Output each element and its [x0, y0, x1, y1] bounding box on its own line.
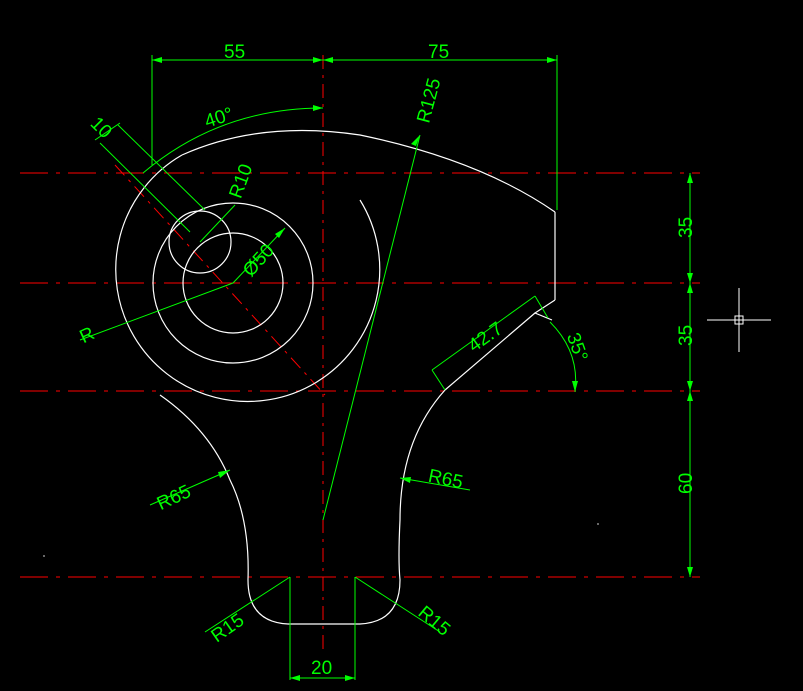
label-dim-75: 75	[428, 42, 449, 63]
outer-hub-arc	[115, 154, 381, 402]
stray-dot	[43, 555, 45, 557]
label-dim-10: 10	[86, 113, 116, 143]
label-dim-r15-left: R15	[208, 610, 249, 647]
dim-75-arrow-left	[323, 57, 333, 63]
crosshair-cursor-icon	[707, 288, 771, 352]
hub-circle-dia50	[182, 232, 284, 334]
horizontal-centerlines	[20, 172, 700, 578]
dim-r125-leader	[322, 134, 421, 521]
dim-r10-leader	[199, 204, 236, 243]
label-dim-r125: R125	[413, 76, 445, 125]
label-dim-60: 60	[676, 473, 697, 494]
dim-35deg-arrow	[572, 381, 578, 392]
part-outline	[115, 129, 556, 625]
label-dim-20: 20	[311, 658, 332, 679]
dim-r65-left-arrow	[218, 470, 230, 478]
dim-35-top-arrow-a	[687, 173, 693, 183]
dim-35-top-arrow-b	[687, 273, 693, 283]
dim-r15-right-leader	[354, 576, 441, 633]
label-dim-35-top: 35	[676, 217, 697, 238]
dim-10-ext-b	[117, 124, 206, 211]
small-circle-r10	[168, 210, 232, 274]
dim-20-arrow-left	[290, 675, 300, 681]
label-dim-35-mid: 35	[676, 325, 697, 346]
label-dim-r15-right: R15	[414, 602, 454, 640]
label-dim-r65-left: R65	[154, 481, 194, 515]
dim-r-leader	[79, 282, 234, 341]
dim-dia50-leader	[232, 227, 286, 284]
centerline-angled	[114, 164, 326, 396]
dim-r65-right-arrow	[400, 477, 411, 483]
left-r65-arc	[159, 394, 249, 581]
dim-75-arrow-right	[547, 57, 557, 63]
dim-r65-right-leader	[399, 477, 471, 491]
label-dim-r: R	[77, 323, 98, 348]
label-dim-42-7: 42.7	[465, 318, 507, 356]
dim-10-line	[94, 122, 121, 141]
dim-r65-left-leader	[149, 469, 231, 506]
label-dim-r10: R10	[226, 161, 258, 201]
label-dim-r65-right: R65	[426, 466, 464, 494]
label-dim-55: 55	[224, 42, 245, 63]
slanted-edge	[444, 312, 536, 391]
dimension-lines	[79, 55, 693, 681]
stray-dot	[597, 523, 599, 525]
label-dim-dia50: Ø50	[239, 240, 279, 281]
dimension-labels: 55 75 40° 10 R125 R10 Ø50 R 35 35 60 42.…	[77, 42, 697, 679]
dim-60-arrow-a	[687, 391, 693, 401]
dim-40deg-arc	[142, 107, 324, 174]
dim-35-mid-arrow-b	[687, 381, 693, 391]
right-r65-arc	[398, 389, 446, 581]
dim-20-arrow-right	[345, 675, 355, 681]
dim-60-arrow-b	[687, 567, 693, 577]
dim-40deg-arrow	[313, 105, 323, 111]
dim-42-7-ext-b	[534, 295, 549, 319]
top-arc-r125	[181, 129, 556, 213]
dim-55-arrow-right	[313, 57, 323, 63]
label-dim-35deg: 35°	[562, 330, 592, 364]
label-dim-40deg: 40°	[202, 104, 236, 133]
dim-35-mid-arrow-a	[687, 283, 693, 293]
dim-42-7-line	[431, 295, 536, 371]
right-r15-fillet	[359, 579, 401, 625]
hub-circle-middle	[152, 202, 314, 364]
right-notch	[533, 299, 556, 321]
dim-r125-arrow	[411, 135, 420, 146]
dim-10-ext-a	[99, 142, 191, 233]
left-r15-fillet	[247, 579, 289, 625]
dim-r15-left-leader	[204, 576, 291, 633]
dim-42-7-ext-a	[431, 369, 446, 391]
dim-55-arrow-left	[152, 57, 162, 63]
dim-dia50-arrow	[275, 228, 285, 238]
